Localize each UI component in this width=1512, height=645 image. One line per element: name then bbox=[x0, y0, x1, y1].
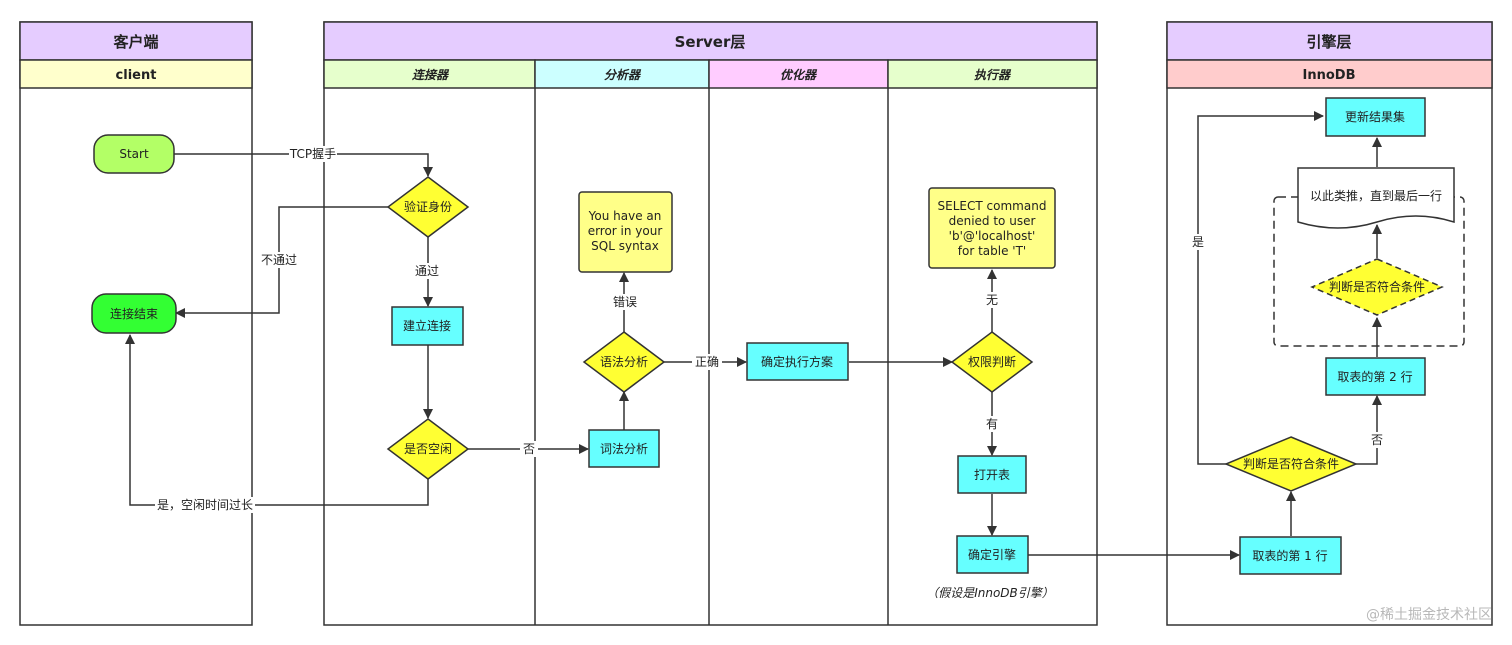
fetch-row-2-label: 取表的第 2 行 bbox=[1337, 369, 1412, 384]
syntax-error-line-2: error in your bbox=[588, 224, 663, 238]
edge-label-no-2: 否 bbox=[1371, 433, 1383, 447]
condition-check-2-decision bbox=[1310, 258, 1444, 316]
lexical-analysis-label: 词法分析 bbox=[600, 442, 648, 456]
watermark: @稀土掘金技术社区 bbox=[1366, 607, 1492, 623]
analyzer-subtitle: 分析器 bbox=[604, 68, 642, 82]
lexical-analysis-process bbox=[588, 429, 660, 468]
update-result-set-label: 更新结果集 bbox=[1345, 109, 1405, 124]
permission-denied-line-1: SELECT command bbox=[938, 199, 1047, 213]
execution-plan-process bbox=[746, 342, 849, 381]
choose-engine-process bbox=[956, 535, 1029, 574]
execution-plan-label: 确定执行方案 bbox=[761, 354, 833, 369]
permission-check-decision bbox=[950, 331, 1034, 393]
is-idle-label: 是否空闲 bbox=[404, 442, 452, 456]
client-lane-title: 客户端 bbox=[112, 33, 158, 51]
syntax-error-line-1: You have an bbox=[588, 209, 662, 223]
verify-identity-label: 验证身份 bbox=[404, 199, 452, 214]
permission-denied-line-2: denied to user bbox=[949, 214, 1036, 228]
syntax-analysis-decision bbox=[582, 331, 666, 393]
analyzer-subheader bbox=[534, 59, 710, 89]
open-table-label: 打开表 bbox=[974, 468, 1010, 482]
edge-label-pass: 通过 bbox=[415, 264, 439, 278]
executor-subtitle: 执行器 bbox=[974, 68, 1012, 82]
client-lane-subheader bbox=[19, 59, 253, 89]
connector-subtitle: 连接器 bbox=[412, 68, 450, 82]
client-lane: 客户端 client bbox=[19, 21, 253, 626]
loop-document-label: 以此类推，直到最后一行 bbox=[1310, 189, 1442, 203]
start-terminal bbox=[93, 134, 175, 174]
edge-label-have: 有 bbox=[986, 417, 998, 431]
edge-label-error: 错误 bbox=[613, 295, 637, 309]
is-idle-decision bbox=[386, 418, 470, 480]
engine-lane-subheader bbox=[1166, 59, 1493, 89]
update-result-set-process bbox=[1325, 97, 1426, 137]
client-lane-header bbox=[19, 21, 253, 61]
condition-check-2-label: 判断是否符合条件 bbox=[1329, 279, 1425, 294]
fetch-row-2-process bbox=[1325, 357, 1426, 396]
permission-denied-line-4: for table 'T' bbox=[958, 244, 1026, 258]
engine-assumption-caption: （假设是InnoDB引擎） bbox=[926, 586, 1054, 600]
start-label: Start bbox=[119, 147, 149, 161]
connection-end-terminal bbox=[91, 293, 177, 334]
engine-lane-subtitle: InnoDB bbox=[1303, 68, 1356, 83]
syntax-error-line-3: SQL syntax bbox=[591, 239, 659, 253]
build-connection-label: 建立连接 bbox=[403, 318, 451, 333]
condition-check-1-decision bbox=[1224, 436, 1358, 492]
edge-label-no: 否 bbox=[523, 442, 535, 456]
edge-idle-end bbox=[125, 334, 429, 506]
loop-document-shape bbox=[1297, 167, 1455, 229]
edge-label-correct: 正确 bbox=[695, 355, 719, 369]
edge-judge1-yes bbox=[1197, 111, 1324, 465]
executor-subheader bbox=[887, 59, 1098, 89]
edge-label-fail: 不通过 bbox=[261, 253, 297, 267]
syntax-analysis-label: 语法分析 bbox=[600, 355, 648, 369]
permission-denied-line-3: 'b'@'localhost' bbox=[949, 229, 1036, 243]
edge-label-none: 无 bbox=[986, 293, 998, 307]
optimizer-subtitle: 优化器 bbox=[780, 68, 818, 82]
fetch-row-1-process bbox=[1239, 536, 1342, 575]
edge-label-yes: 是 bbox=[1192, 235, 1204, 249]
permission-denied-note bbox=[928, 187, 1056, 269]
open-table-process bbox=[957, 455, 1027, 494]
condition-check-1-label: 判断是否符合条件 bbox=[1243, 456, 1339, 471]
edge-label-idle-long: 是，空闲时间过长 bbox=[157, 498, 253, 512]
edge-start-verify bbox=[174, 153, 433, 177]
connection-end-label: 连接结束 bbox=[110, 306, 158, 321]
build-connection-process bbox=[391, 306, 464, 346]
syntax-error-note bbox=[578, 191, 673, 273]
permission-check-label: 权限判断 bbox=[968, 354, 1016, 369]
edge-judge1-no bbox=[1356, 395, 1382, 465]
edge-labels: TCP握手 不通过 通过 否 是，空闲时间过长 错误 正确 无 有 否 是 bbox=[155, 146, 1385, 513]
fetch-row-1-label: 取表的第 1 行 bbox=[1252, 548, 1327, 563]
engine-lane-title: 引擎层 bbox=[1306, 33, 1351, 51]
client-lane-subtitle: client bbox=[116, 68, 157, 83]
edge-label-tcp: TCP握手 bbox=[289, 146, 336, 161]
server-lane-title: Server层 bbox=[675, 33, 746, 51]
engine-lane-header bbox=[1166, 21, 1493, 61]
verify-identity-decision bbox=[386, 176, 470, 238]
choose-engine-label: 确定引擎 bbox=[968, 547, 1016, 562]
